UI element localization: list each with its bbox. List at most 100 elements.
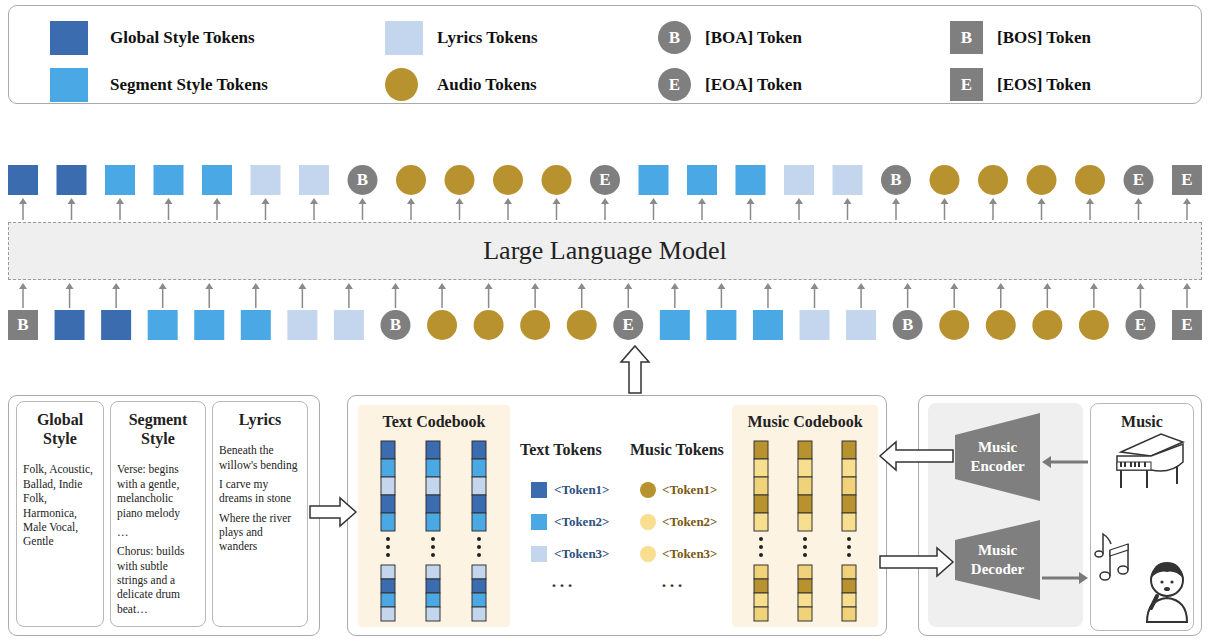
flow-arrow [895,203,897,220]
flow-arrow-head [904,283,912,289]
ellipsis: … [660,566,684,592]
token-letter: E [658,68,691,101]
audio-token [978,165,1008,195]
arrow-shaft [1051,461,1088,464]
ellipsis-dot [431,537,435,541]
flow-arrow-head [553,198,561,204]
token-letter: E [1124,165,1154,195]
token-letter: B [893,310,923,340]
codebook-entry [472,441,486,459]
audio-token [930,165,960,195]
node-body: Verse: begins with a gentle, melancholic… [117,462,199,520]
codebook-entry [426,477,440,495]
flow-arrow [798,203,800,220]
legend-text: [EOA] Token [705,68,802,102]
legend-swatch: E [950,68,983,101]
codebook-entry [754,441,768,459]
ellipsis-dot [759,553,763,557]
flow-arrow-head [795,198,803,204]
style-token [194,310,224,340]
token-name: <Token2> [554,514,610,530]
flow-arrow-head [159,283,167,289]
flow-arrow-head [1183,283,1191,289]
flow-arrow-head [1183,198,1191,204]
token-letter-holder: E [613,310,643,340]
audio-boundary-token [1124,165,1154,195]
flow-arrow [507,203,509,220]
codebook-entry [381,607,395,621]
token-letter-holder: E [590,165,620,195]
flow-arrow [22,288,24,308]
codebook-entry [798,579,812,593]
sequence-token [1172,165,1202,195]
ellipsis-dot [847,537,851,541]
codebook-entry [381,441,395,459]
legend-swatch [385,21,423,55]
flow-arrow-head [262,198,270,204]
node-body: Where the river plays and wanders [219,511,301,554]
flow-arrow-head [1090,283,1098,289]
flow-arrow-head [531,283,539,289]
ellipsis-dot [431,545,435,549]
flow-arrow-head [844,198,852,204]
node-title: Music Encoder [966,438,1030,476]
audio-token [939,310,969,340]
codebook-entry [426,513,440,531]
piano-keys [1117,462,1151,470]
flow-arrow [1089,203,1091,220]
token-letter: E [1172,165,1202,195]
flow-arrow-head [747,198,755,204]
note-head [1100,572,1110,580]
token-name: <Token3> [662,546,718,562]
codebook-entry [472,579,486,593]
style-token [784,165,814,195]
token-letter-holder: E [1125,310,1155,340]
style-token [105,165,135,195]
style-token [833,165,863,195]
codebook-columns [358,405,510,627]
flow-arrow [441,288,443,308]
flow-arrow [208,288,210,308]
style-token [753,310,783,340]
flow-arrow [628,288,630,308]
codebook-entry [798,495,812,513]
flow-arrow-head [213,198,221,204]
style-token [846,310,876,340]
flow-arrow [860,288,862,308]
audio-token [1075,165,1105,195]
audio-boundary-token [590,165,620,195]
token-heading: Text Tokens [520,440,602,460]
codebook-entry [842,579,856,593]
flow-arrow-head [359,198,367,204]
flow-arrow [22,203,24,220]
flow-arrow-head [345,283,353,289]
flow-arrow [265,203,267,220]
node-title: Music Decoder [966,541,1030,579]
flow-arrow-head [116,198,124,204]
flow-arrow-head [112,283,120,289]
flow-arrow [581,288,583,308]
ellipsis-dot [386,545,390,549]
node-body: … [117,525,199,539]
token-swatch [640,482,656,498]
codebook-entry [842,565,856,579]
content-box: Segment StyleVerse: begins with a gentle… [110,401,206,627]
flow-arrow [556,203,558,220]
audio-boundary-token [380,310,410,340]
flow-arrow-head [950,283,958,289]
codebook-entry [798,459,812,477]
codebook-entry [842,459,856,477]
flow-arrow [1047,288,1049,308]
sequence-token [1172,310,1202,340]
legend-text: Lyrics Tokens [437,21,538,55]
codebook-entry [754,593,768,607]
codebook-entry [426,459,440,477]
style-token [800,310,830,340]
singer-eye [1170,580,1173,583]
codebook-entry [842,607,856,621]
legend-text: Global Style Tokens [110,21,255,55]
codebook-entry [754,579,768,593]
audio-token [1079,310,1109,340]
